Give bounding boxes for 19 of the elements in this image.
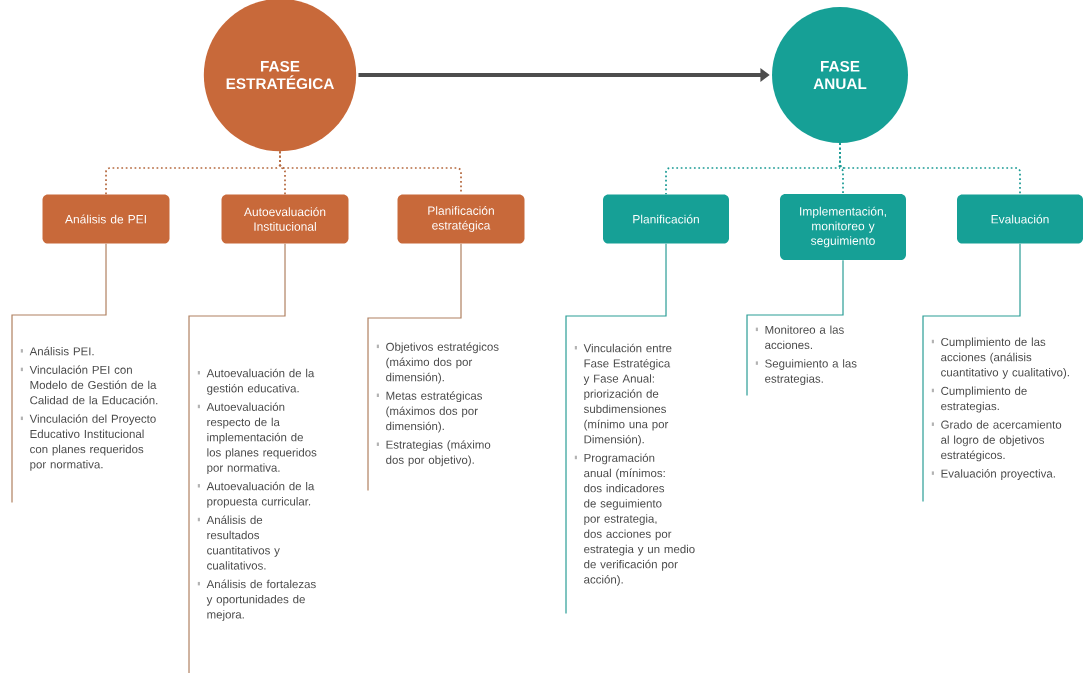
connector-line — [922, 243, 1021, 503]
bullet-list: Objetivos estratégicos (máximo dos por dimensión). Metas estratégicas (máximos dos por dimensión). Estrategias (máximo dos por objetivo). — [376, 342, 499, 467]
process-box: Implementación, monitoreo y seguimiento — [780, 194, 906, 260]
process-box: Planificación — [603, 194, 729, 244]
process-box: Planificación estratégica — [397, 194, 525, 244]
process-box: Análisis de PEI — [42, 194, 170, 244]
bullet-list: Monitoreo a las acciones. Seguimiento a las estrategias. — [755, 325, 857, 386]
bullet-list: Vinculación entre Fase Estratégica y Fase Anual: priorización de subdimensiones (mínimo una por Dimensión). Programación anual (mínimos: dos indicadores de seguimiento por estrategia, dos acciones por estrategia y un medio de verificación por acción). — [574, 343, 695, 586]
connector-line — [565, 243, 667, 615]
connector-line — [11, 243, 107, 504]
connector-line — [839, 142, 1021, 196]
connector-line — [746, 259, 844, 397]
bullet-list: Cumplimiento de las acciones (análisis cuantitativo y cualitativo). Cumplimiento de estrategias. Grado de acercamiento al logro de objetivos estratégicos. Evaluación proyectiva. — [931, 337, 1069, 480]
connector-line — [188, 243, 286, 673]
bullet-list: Análisis PEI. Vinculación PEI con Modelo de Gestión de la Calidad de la Educación. Vinculación del Proyecto Educativo Institucional con planes requeridos por normativa. — [20, 346, 158, 471]
process-box: Evaluación — [957, 194, 1083, 244]
bullet-list: Autoevaluación de la gestión educativa. Autoevaluación respecto de la implementación de los planes requeridos por normativa. Autoevaluación de la propuesta curricular. Análisis de resultados cuantitativos y cualitativos. Análisis de fortalezas y oportunidades de mejora. — [197, 368, 317, 621]
connector-line — [367, 243, 462, 492]
process-box: Autoevaluación Institucional — [221, 194, 349, 244]
